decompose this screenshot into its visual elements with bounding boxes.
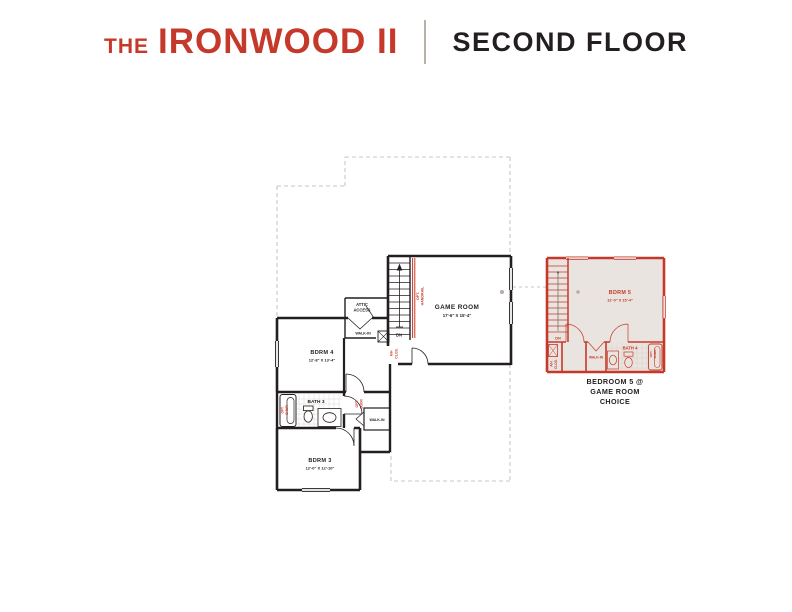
opt-door-label-1: OPT. <box>355 400 359 407</box>
attic-access-label-2: ACCESS <box>353 308 370 313</box>
bedroom4-label: BDRM 4 <box>310 350 334 356</box>
option-caption: BEDROOM 5 @ GAME ROOM CHOICE <box>587 377 644 406</box>
bedroom3-label: BDRM 3 <box>308 458 331 464</box>
option-staircase: DN <box>548 258 569 342</box>
bedroom3-dims: 12'-0" X 12'-10" <box>306 466 335 471</box>
bedroom5-option-inset: DN A/H CLOS. WALK-IN <box>545 256 666 374</box>
game-room-door <box>411 347 429 365</box>
option-stairs-down-label: DN <box>555 337 561 341</box>
header-divider <box>424 20 427 64</box>
floor-title: SECOND FLOOR <box>452 26 688 57</box>
option-interior-walls <box>547 341 664 372</box>
ah-closet: A/H CLOS. <box>377 330 398 359</box>
hall-and-walkin: WALK-IN <box>355 364 392 454</box>
game-room-walls <box>386 254 513 366</box>
game-room: GAME ROOM 17'-6" X 15'-4" <box>386 254 513 366</box>
bathtub-icon: OPT. SHWR <box>279 394 297 427</box>
plan-name: THE IRONWOOD II <box>104 22 398 62</box>
bedroom4-walls <box>275 316 390 394</box>
walkin-top-label: WALK-IN <box>355 332 371 336</box>
bath3-walls <box>275 392 360 430</box>
option-outer-walls <box>545 256 666 374</box>
walkin-bottom-label: WALK-IN <box>370 418 385 422</box>
option-ceiling-fixture-dot <box>576 290 580 294</box>
bedroom3-walls <box>275 428 362 492</box>
page-header: THE IRONWOOD II SECOND FLOOR <box>0 20 792 64</box>
bath3-opt-shwr-2: SHWR <box>285 404 289 414</box>
bedroom-3: BDRM 3 12'-0" X 12'-10" <box>275 427 362 492</box>
option-sink-icon <box>607 350 619 370</box>
option-walkin-label: WALK-IN <box>589 356 604 360</box>
attic-and-walkin: ATTIC ACCESS WALK-IN <box>344 297 388 339</box>
bedroom-4: BDRM 4 12'-8" X 13'-4" <box>275 316 390 394</box>
bath4-label: BATH 4 <box>623 346 638 351</box>
ah-closet-label-2: CLOS. <box>394 348 398 358</box>
option-caption-line1: BEDROOM 5 @ <box>587 377 644 386</box>
opt-handrail-label-1: OPT. <box>416 292 420 300</box>
game-room-windows <box>509 268 513 324</box>
bedroom4-dims: 12'-8" X 13'-4" <box>309 358 336 363</box>
first-floor-outline-dashed <box>276 156 546 482</box>
walkin-closet <box>363 407 391 431</box>
plan-name-prefix: THE <box>104 35 150 58</box>
bedroom4-door <box>345 373 365 393</box>
walkin-door-chevron <box>347 317 373 330</box>
option-ah-label-2: CLOS. <box>554 359 558 369</box>
bathroom-3: OPT. SHWR BATH 3 OPT. DOOR <box>275 392 364 430</box>
option-caption-line3: CHOICE <box>600 397 630 406</box>
staircase: DN OPT. HANDRAIL A/H CLOS. <box>377 256 425 359</box>
plan-name-title: IRONWOOD II <box>158 22 399 61</box>
bedroom4-window <box>275 341 279 367</box>
ah-closet-label-1: A/H <box>390 350 394 356</box>
option-opt-shwr-1: OPT. <box>649 351 653 358</box>
game-room-dims: 17'-6" X 15'-4" <box>443 313 472 318</box>
bath3-label: BATH 3 <box>308 399 325 405</box>
optional-handrail <box>412 258 416 338</box>
bathroom-4: BATH 4 OPT. SHWR <box>607 343 663 371</box>
option-opt-shwr-2: SHWR <box>653 349 657 359</box>
game-room-label: GAME ROOM <box>435 304 479 311</box>
sink-icon <box>317 408 342 427</box>
option-caption-line2: GAME ROOM <box>590 387 640 396</box>
option-toilet-icon <box>623 351 634 368</box>
bedroom5-dims: 12'-0" X 15'-4" <box>607 298 633 303</box>
option-bathtub-icon: OPT. SHWR <box>648 343 663 371</box>
option-ah-closet: A/H CLOS. <box>548 344 558 369</box>
option-ah-label-1: A/H <box>549 361 553 367</box>
bedroom5-label: BDRM 5 <box>609 290 631 296</box>
bath3-door <box>343 395 363 415</box>
opt-handrail-label-2: HANDRAIL <box>421 286 425 306</box>
opt-door-label-2: DOOR <box>360 399 364 409</box>
stair-direction-arrow <box>396 263 403 328</box>
option-windows <box>566 256 666 318</box>
toilet-icon <box>303 405 314 423</box>
bedroom3-window <box>302 488 330 492</box>
attic-access-label-1: ATTIC <box>356 302 368 307</box>
stairs-down-label: DN <box>396 333 402 338</box>
ceiling-fixture-dot <box>500 290 504 294</box>
bedroom3-door <box>335 427 355 447</box>
option-doors <box>565 323 629 352</box>
bath3-opt-shwr-1: OPT. <box>281 406 285 413</box>
